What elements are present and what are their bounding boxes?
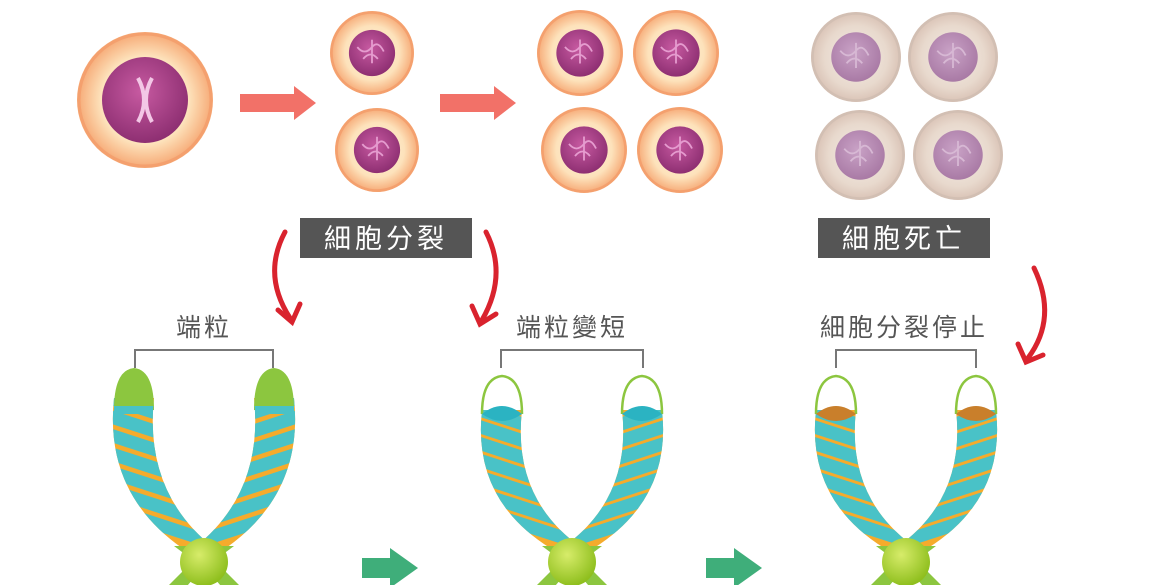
centromere [882,538,930,585]
red-arrow-middle [469,229,499,328]
granddaughter-cell [537,10,623,96]
chromosome-arm [562,410,664,548]
arm-end [816,406,856,421]
telomere-outline [954,374,998,415]
bracket-2 [500,349,644,368]
dead-cell [811,12,901,102]
bracket-1 [134,349,274,368]
telomere-label: 端粒 [176,313,232,342]
arm-end [482,406,522,421]
division-stop-label: 細胞分裂停止 [820,313,988,342]
daughter-cell [335,108,419,192]
chromosome-normal [112,368,296,585]
chromosome-stopped [814,374,998,585]
dead-cell [815,110,905,200]
cell-death-label: 細胞死亡 [842,224,966,255]
red-arrow-left [272,229,303,327]
chromosome-arm [814,410,916,548]
arrow-right-2 [440,86,516,120]
bracket-3 [835,349,977,368]
arm-end [956,406,996,421]
telomere-cap [254,368,294,410]
telomere-outline [814,374,858,415]
granddaughter-cell [637,107,723,193]
chromosome-shortened [480,374,664,585]
centromere [548,538,596,585]
mother-cell [77,32,213,168]
chromosome-arm [480,410,582,548]
telomere-outline [480,374,524,415]
telomere-cap [114,368,154,410]
arrow-right-1 [240,86,316,120]
granddaughter-cell [541,107,627,193]
chromosome-arm [194,398,296,548]
cell-division-label: 細胞分裂 [324,224,448,255]
centromere [180,538,228,585]
telomere-shorten-label: 端粒變短 [516,313,628,342]
red-arrow-right [1015,265,1048,366]
chromosomes [112,368,998,585]
green-arrow-1 [362,548,418,585]
green-arrow-2 [706,548,762,585]
dividing-cells [330,10,1003,200]
daughter-cell [330,11,414,95]
cell-division-box [300,218,472,258]
telomere-outline [620,374,664,415]
chromosome-arm [112,398,214,548]
chromosome-arm [896,410,998,548]
granddaughter-cell [633,10,719,96]
dead-cell [908,12,998,102]
arm-end [622,406,662,421]
cell-death-box [818,218,990,258]
dead-cell [913,110,1003,200]
